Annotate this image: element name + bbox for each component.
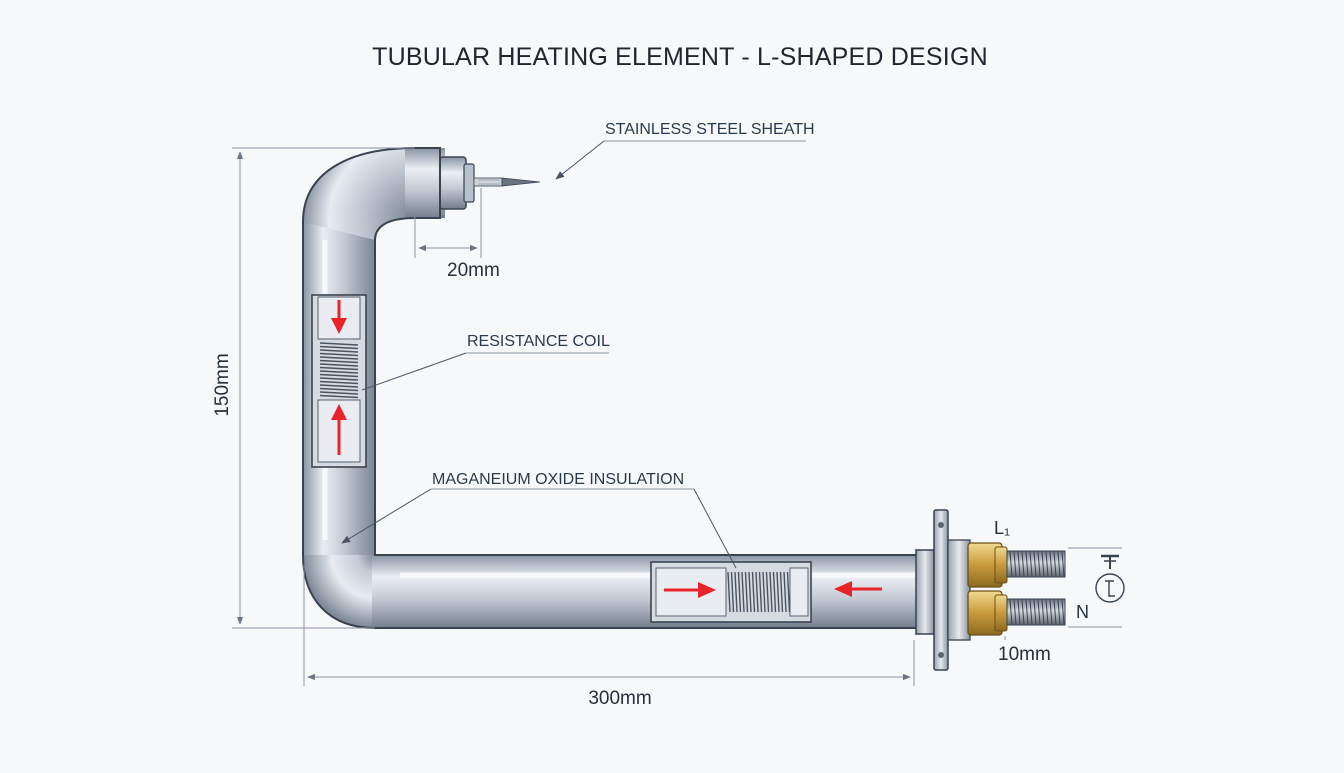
vertical-cutaway — [311, 294, 367, 468]
length-dimension-label: 300mm — [588, 688, 651, 709]
end-cap — [439, 156, 467, 210]
callout-insulation: MAGANEIUM OXIDE INSULATION — [341, 471, 737, 569]
height-dimension-label: 150mm — [212, 353, 233, 416]
diagram-title: TUBULAR HEATING ELEMENT - L-SHAPED DESIG… — [372, 43, 988, 71]
sheath-callout-label: STAINLESS STEEL SHEATH — [605, 121, 815, 138]
flow-arrow-up — [331, 404, 347, 420]
insulation-callout-label: MAGANEIUM OXIDE INSULATION — [432, 471, 684, 488]
terminal-pitch-label: 10mm — [998, 644, 1051, 665]
flow-arrow-right — [698, 582, 716, 598]
flow-arrow-down — [331, 318, 347, 334]
coil-callout-label: RESISTANCE COIL — [467, 333, 610, 350]
callout-coil: RESISTANCE COIL — [361, 333, 610, 391]
callout-sheath: STAINLESS STEEL SHEATH — [555, 121, 815, 180]
vertical-coil — [319, 342, 359, 399]
probe-pin — [473, 177, 503, 187]
pipe-outline — [302, 147, 935, 629]
horizontal-cutaway — [650, 561, 882, 623]
live-terminal-label: L₁ — [994, 518, 1010, 538]
bottom-bend — [303, 555, 375, 628]
top-stub — [405, 148, 445, 218]
dimension-lines — [232, 147, 1122, 686]
terminal-assembly — [915, 509, 1066, 671]
tip-diameter-label: 20mm — [447, 260, 500, 281]
ground-terminal-icon — [1101, 554, 1119, 569]
thermostat-symbol-icon — [1095, 573, 1125, 603]
horizontal-coil — [727, 571, 791, 613]
neutral-terminal-label: N — [1076, 602, 1089, 622]
mounting-flange — [933, 509, 949, 671]
heating-element-pipe — [302, 147, 935, 629]
flow-arrow-left — [834, 581, 852, 597]
